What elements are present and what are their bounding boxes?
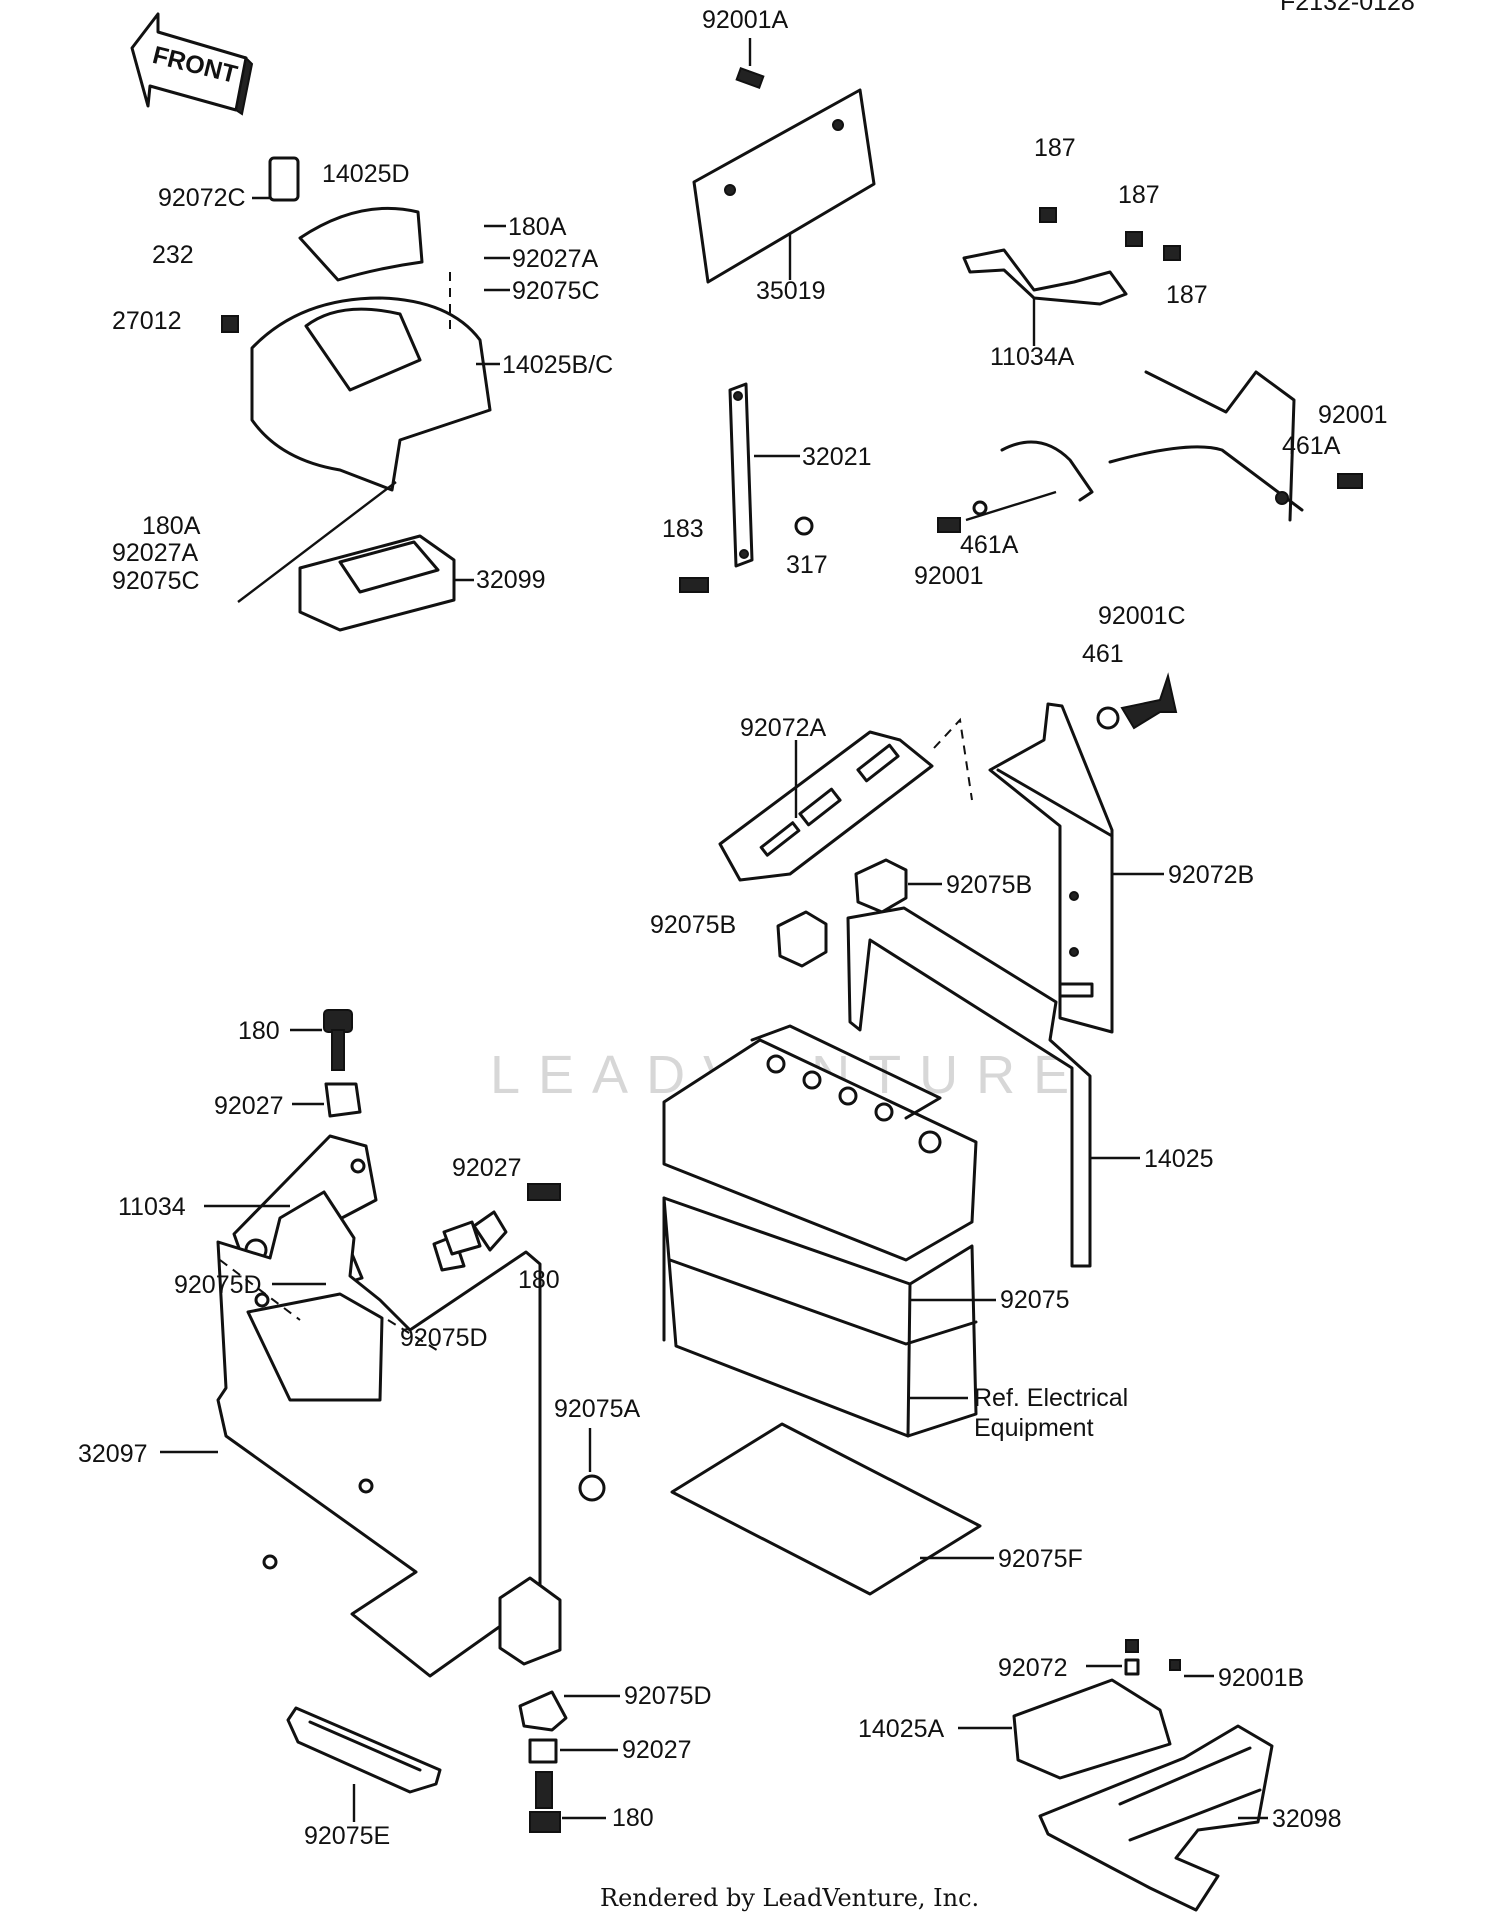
label-461A-a: 461A: [1282, 432, 1341, 460]
label-92027A-top: 92027A: [512, 245, 599, 273]
frame-detail-part: [937, 370, 1363, 533]
label-187-b: 187: [1118, 181, 1160, 209]
label-32097: 32097: [78, 1440, 148, 1468]
tray-32098-part: [1012, 1639, 1274, 1912]
label-92027-top: 92027: [214, 1092, 284, 1120]
label-11034A: 11034A: [990, 343, 1075, 371]
battery-case-part: [216, 1009, 606, 1833]
battery-part: [662, 906, 1092, 1596]
strap-32021-part: [679, 382, 814, 593]
label-92075B-a: 92075B: [946, 871, 1032, 899]
label-14025A: 14025A: [858, 1715, 945, 1743]
label-27012: 27012: [112, 307, 182, 335]
label-92075D-c: 92075D: [624, 1682, 712, 1710]
label-92001C: 92001C: [1098, 602, 1186, 630]
label-11034: 11034: [118, 1193, 186, 1221]
label-ref-equipment: Equipment: [974, 1414, 1094, 1442]
battery-holder-part: [718, 672, 1178, 1034]
label-92027A-bottom: 92027A: [112, 539, 199, 567]
label-32099: 32099: [476, 566, 546, 594]
label-14025D: 14025D: [322, 160, 410, 188]
label-92001B: 92001B: [1218, 1664, 1304, 1692]
license-plate-part: [692, 66, 876, 284]
label-92075C-bottom: 92075C: [112, 567, 200, 595]
label-92027-bottom: 92027: [622, 1736, 692, 1764]
label-180A-top: 180A: [508, 213, 567, 241]
label-461: 461: [1082, 640, 1124, 668]
label-ref-electrical: Ref. Electrical: [974, 1384, 1128, 1412]
label-92072A: 92072A: [740, 714, 827, 742]
label-92075D-a: 92075D: [174, 1271, 262, 1299]
label-317: 317: [786, 551, 828, 579]
label-92001-b: 92001: [914, 562, 984, 590]
label-92075B-b: 92075B: [650, 911, 736, 939]
label-92001A: 92001A: [702, 6, 789, 34]
label-92027-mid: 92027: [452, 1154, 522, 1182]
label-35019: 35019: [756, 277, 826, 305]
footer-credit: Rendered by LeadVenture, Inc.: [600, 1884, 979, 1912]
label-92072C: 92072C: [158, 184, 246, 212]
diagram-id: F2132-0128: [1280, 0, 1415, 16]
label-92075F: 92075F: [998, 1545, 1083, 1573]
label-180A-bottom: 180A: [142, 512, 201, 540]
label-92075C-top: 92075C: [512, 277, 600, 305]
label-461A-b: 461A: [960, 531, 1019, 559]
label-92001-a: 92001: [1318, 401, 1388, 429]
label-232: 232: [152, 241, 194, 269]
label-92072: 92072: [998, 1654, 1068, 1682]
label-32098: 32098: [1272, 1805, 1342, 1833]
label-183: 183: [662, 515, 704, 543]
bracket-11034A-part: [962, 207, 1181, 346]
label-14025BC: 14025B/C: [502, 351, 613, 379]
label-187-c: 187: [1166, 281, 1208, 309]
label-14025: 14025: [1144, 1145, 1214, 1173]
label-180-mid: 180: [518, 1266, 560, 1294]
label-92075: 92075: [1000, 1286, 1070, 1314]
front-arrow: FRONT: [130, 12, 254, 116]
seat-cover-part: [221, 156, 492, 632]
label-92072B: 92072B: [1168, 861, 1254, 889]
label-92075E: 92075E: [304, 1822, 390, 1850]
label-32021: 32021: [802, 443, 872, 471]
label-92075D-b: 92075D: [400, 1324, 488, 1352]
label-92075A: 92075A: [554, 1395, 641, 1423]
label-180-bottom: 180: [612, 1804, 654, 1832]
label-180-top: 180: [238, 1017, 280, 1045]
label-187-a: 187: [1034, 134, 1076, 162]
